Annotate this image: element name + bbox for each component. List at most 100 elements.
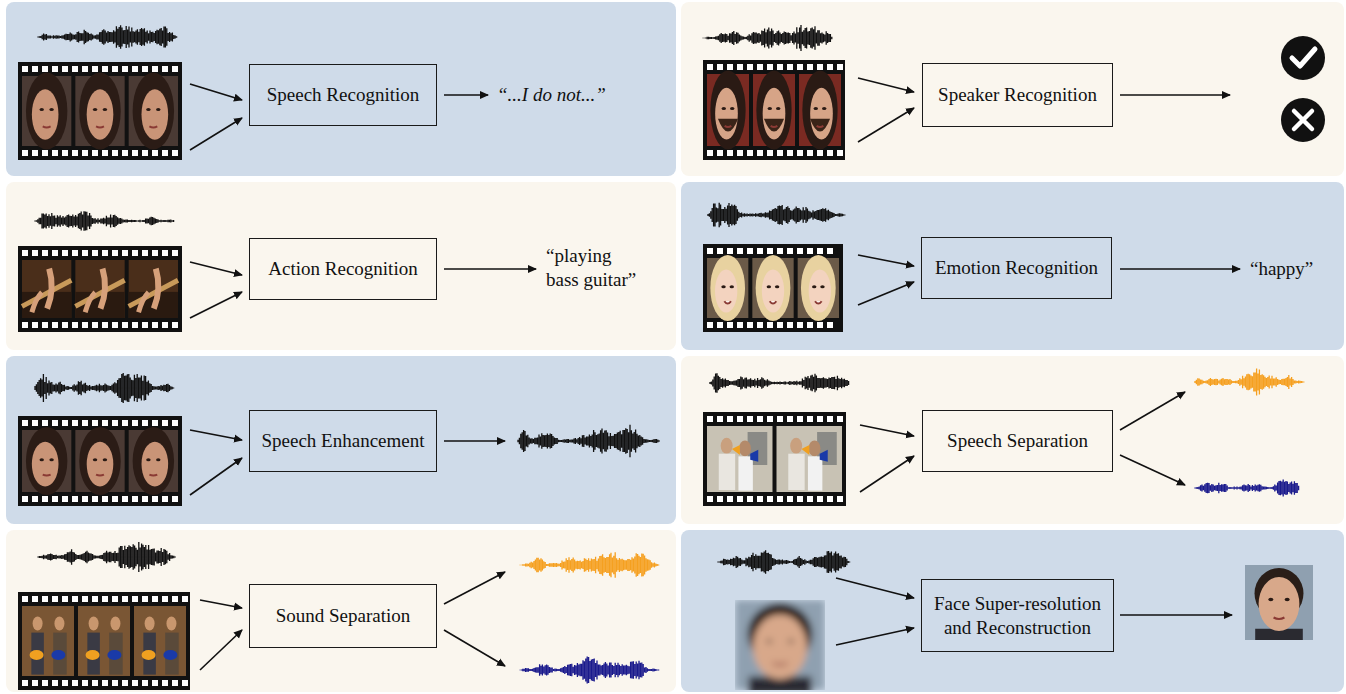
sprocket-hole bbox=[747, 416, 753, 422]
waveform bbox=[710, 373, 849, 392]
face bbox=[763, 88, 786, 140]
sprocket-hole bbox=[737, 248, 743, 254]
hair bbox=[26, 73, 67, 150]
frame-background bbox=[134, 606, 186, 676]
eye bbox=[40, 458, 44, 461]
sprocket-hole bbox=[777, 64, 783, 70]
sprocket-hole bbox=[737, 416, 743, 422]
sprocket-hole bbox=[122, 420, 128, 426]
hair bbox=[802, 70, 837, 149]
sprocket-hole bbox=[82, 66, 88, 72]
arrow-line bbox=[1120, 455, 1185, 485]
sprocket-hole bbox=[82, 250, 88, 256]
instrument-highlight bbox=[86, 650, 100, 660]
sprocket-hole bbox=[757, 496, 763, 502]
eye bbox=[722, 107, 726, 110]
arrow-line bbox=[1120, 392, 1185, 430]
sprocket-hole bbox=[92, 420, 98, 426]
waveform bbox=[1195, 369, 1304, 396]
sprocket-hole bbox=[92, 250, 98, 256]
sprocket-hole bbox=[122, 322, 128, 328]
sprocket-hole bbox=[62, 680, 68, 686]
head bbox=[110, 617, 120, 631]
frame-background bbox=[129, 260, 178, 318]
sprocket-hole bbox=[102, 496, 108, 502]
sprocket-hole bbox=[162, 680, 168, 686]
sprocket-hole bbox=[112, 322, 118, 328]
eye bbox=[49, 458, 53, 461]
sprocket-hole bbox=[132, 250, 138, 256]
sprocket-hole bbox=[797, 322, 803, 328]
sprocket-hole bbox=[152, 420, 158, 426]
sprocket-hole bbox=[827, 150, 833, 156]
sprocket-hole bbox=[707, 150, 713, 156]
sprocket-hole bbox=[32, 596, 38, 602]
output-label: “happy” bbox=[1250, 257, 1313, 281]
speaker-highlight bbox=[801, 445, 809, 455]
sprocket-hole bbox=[92, 322, 98, 328]
sprocket-hole bbox=[22, 420, 28, 426]
sprocket-hole bbox=[727, 150, 733, 156]
sprocket-hole bbox=[92, 596, 98, 602]
sprocket-hole bbox=[727, 496, 733, 502]
mouth bbox=[43, 126, 51, 127]
sprocket-hole bbox=[757, 150, 763, 156]
panel-ground bbox=[681, 182, 1344, 350]
sprocket-hole bbox=[82, 680, 88, 686]
hand bbox=[154, 269, 159, 309]
eye bbox=[730, 285, 734, 288]
arrow-line bbox=[200, 600, 242, 608]
head bbox=[89, 617, 99, 631]
eye bbox=[788, 640, 793, 644]
sprocket-hole bbox=[102, 250, 108, 256]
cross-mark bbox=[1294, 111, 1312, 129]
sprocket-hole bbox=[747, 150, 753, 156]
eye bbox=[767, 640, 772, 644]
sprocket-hole bbox=[142, 596, 148, 602]
sprocket-hole bbox=[827, 248, 833, 254]
box-label: Emotion Recognition bbox=[935, 256, 1098, 280]
process-box: Emotion Recognition bbox=[921, 237, 1112, 299]
hand bbox=[32, 292, 42, 312]
arrow-line bbox=[860, 425, 914, 436]
output-label: “playing bass guitar” bbox=[546, 244, 642, 292]
sprocket-hole bbox=[102, 420, 108, 426]
sprocket-hole bbox=[172, 250, 178, 256]
sprocket-hole bbox=[62, 322, 68, 328]
sprocket-hole bbox=[152, 66, 158, 72]
sprocket-hole bbox=[172, 150, 178, 156]
frame-background bbox=[22, 260, 71, 318]
arrow-line bbox=[444, 630, 505, 666]
sprocket-hole bbox=[142, 420, 148, 426]
sprocket-hole bbox=[827, 416, 833, 422]
sprocket-hole bbox=[132, 322, 138, 328]
mouth bbox=[817, 126, 824, 127]
mouth bbox=[96, 474, 104, 477]
body bbox=[808, 456, 822, 490]
face bbox=[87, 89, 114, 139]
arrow-line bbox=[190, 84, 242, 100]
sprocket-hole bbox=[82, 496, 88, 502]
sprocket-hole bbox=[767, 496, 773, 502]
sprocket-hole bbox=[32, 66, 38, 72]
sprocket-hole bbox=[162, 150, 168, 156]
sprocket-hole bbox=[132, 496, 138, 502]
sprocket-hole bbox=[22, 322, 28, 328]
hand bbox=[139, 292, 149, 312]
sprocket-hole bbox=[827, 322, 833, 328]
eye bbox=[40, 108, 44, 111]
sprocket-hole bbox=[172, 680, 178, 686]
sprocket-hole bbox=[707, 64, 713, 70]
arrow-line bbox=[858, 78, 914, 92]
sprocket-hole bbox=[142, 496, 148, 502]
sprocket-hole bbox=[82, 420, 88, 426]
sprocket-hole bbox=[787, 416, 793, 422]
hair bbox=[133, 73, 174, 150]
sprocket-hole bbox=[707, 322, 713, 328]
film-strip bbox=[18, 246, 182, 332]
hair bbox=[801, 255, 836, 321]
sprocket-hole bbox=[717, 150, 723, 156]
sprocket-hole bbox=[172, 66, 178, 72]
sprocket-hole bbox=[797, 496, 803, 502]
sprocket-hole bbox=[22, 66, 28, 72]
